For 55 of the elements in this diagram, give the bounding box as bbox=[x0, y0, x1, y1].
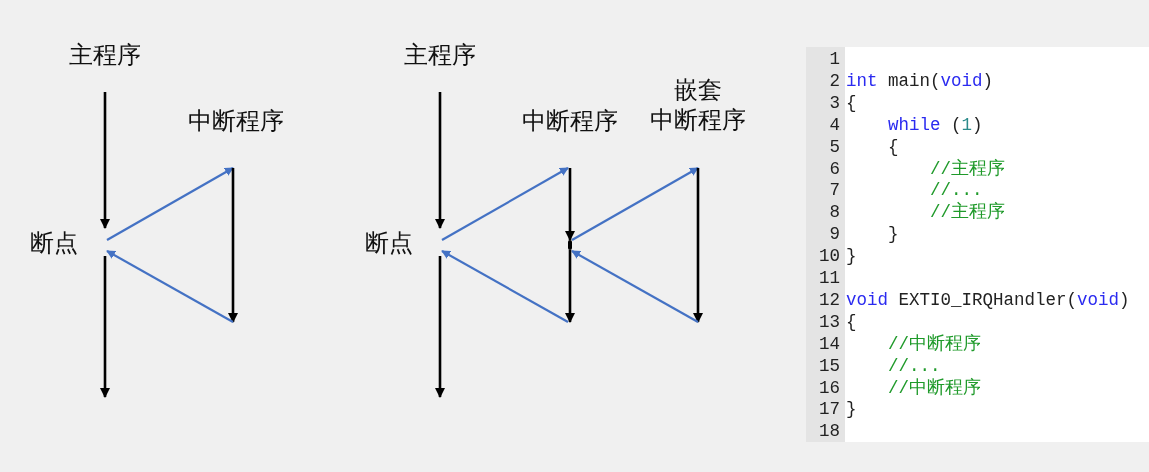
line-number: 3 bbox=[828, 92, 840, 114]
code-line: //中断程序 bbox=[888, 333, 981, 355]
code-line: } bbox=[846, 246, 857, 268]
routine-label: 主程序 bbox=[395, 40, 485, 92]
line-number: 4 bbox=[828, 114, 840, 136]
line-number: 10 bbox=[818, 246, 840, 268]
arrow bbox=[227, 168, 239, 324]
code-line: int main(void) bbox=[846, 70, 994, 92]
code-line: //主程序 bbox=[930, 202, 1005, 224]
arrow bbox=[441, 250, 569, 323]
code-line: { bbox=[846, 92, 857, 114]
code-line: //... bbox=[888, 355, 941, 377]
arrow bbox=[99, 92, 111, 230]
code-line: void EXTI0_IRQHandler(void) bbox=[846, 289, 1130, 311]
line-number: 16 bbox=[818, 377, 840, 399]
line-number: 9 bbox=[828, 224, 840, 246]
routine-label: 断点 bbox=[30, 228, 107, 256]
arrow bbox=[106, 167, 234, 241]
code-line: while (1) bbox=[888, 114, 983, 136]
code-line: //主程序 bbox=[930, 158, 1005, 180]
line-number: 15 bbox=[818, 355, 840, 377]
arrow bbox=[434, 256, 446, 399]
arrow bbox=[571, 250, 699, 323]
line-number: 8 bbox=[828, 202, 840, 224]
code-line: //... bbox=[930, 180, 983, 202]
line-number: 11 bbox=[818, 268, 840, 289]
arrow bbox=[564, 168, 576, 242]
line-number: 18 bbox=[818, 421, 840, 443]
code-line: } bbox=[888, 224, 899, 246]
arrow bbox=[441, 167, 569, 241]
code-line: //中断程序 bbox=[888, 377, 981, 399]
routine-label: 断点 bbox=[365, 228, 442, 256]
line-number: 2 bbox=[828, 70, 840, 92]
line-number: 6 bbox=[828, 158, 840, 180]
routine-label: 主程序 bbox=[60, 40, 150, 92]
arrow bbox=[106, 250, 234, 323]
arrow bbox=[434, 92, 446, 230]
line-number: 13 bbox=[818, 311, 840, 333]
routine-label: 中断程序 bbox=[510, 106, 630, 168]
code-line: { bbox=[888, 136, 899, 158]
arrow bbox=[692, 168, 704, 324]
line-number: 7 bbox=[828, 180, 840, 202]
code-line: } bbox=[846, 399, 857, 421]
routine-label: 嵌套 中断程序 bbox=[638, 75, 758, 168]
junction-point bbox=[568, 240, 572, 250]
line-number: 14 bbox=[818, 333, 840, 355]
arrow bbox=[564, 250, 576, 324]
arrow bbox=[99, 256, 111, 399]
line-number: 1 bbox=[828, 49, 840, 70]
line-number: 5 bbox=[828, 136, 840, 158]
arrow bbox=[571, 167, 699, 241]
code-line: { bbox=[846, 311, 857, 333]
line-number: 12 bbox=[818, 289, 840, 311]
routine-label: 中断程序 bbox=[176, 106, 296, 168]
line-number: 17 bbox=[818, 399, 840, 421]
